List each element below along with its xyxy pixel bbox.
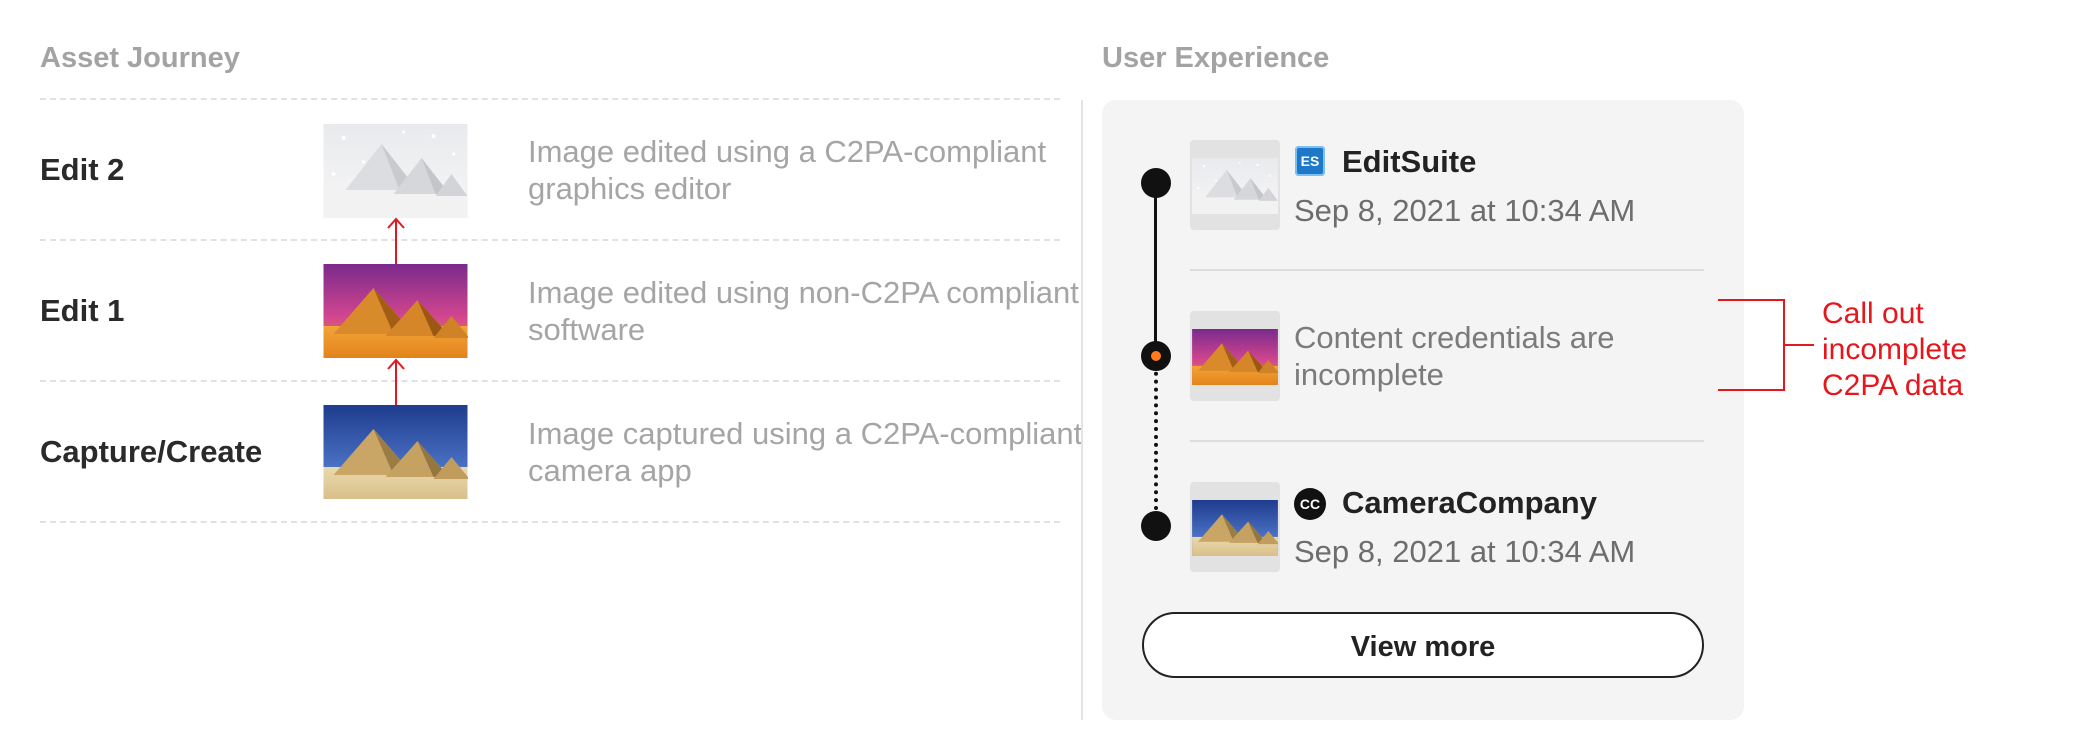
callout-line: Call out xyxy=(1822,297,1924,330)
timeline-line-solid xyxy=(1154,183,1157,356)
view-more-button[interactable]: View more xyxy=(1142,612,1704,678)
divider-line xyxy=(40,98,1060,100)
user-experience-title: User Experience xyxy=(1102,42,1330,74)
ux-date: Sep 8, 2021 at 10:34 AM xyxy=(1294,534,1636,569)
timeline-node xyxy=(1141,168,1171,198)
timeline-node xyxy=(1141,511,1171,541)
journey-step-description: Image captured using a C2PA-compliant ca… xyxy=(528,416,1083,488)
arrow-up-icon xyxy=(387,217,405,229)
callout-bracket xyxy=(1718,299,1814,391)
divider-line xyxy=(40,380,1060,382)
callout-text: Call out incomplete C2PA data xyxy=(1822,296,1967,404)
cameracompany-icon: CC xyxy=(1294,488,1326,520)
timeline-line-dotted xyxy=(1154,356,1158,526)
journey-step-description: Image edited using non-C2PA compliant so… xyxy=(528,275,1079,347)
ux-separator xyxy=(1190,269,1704,271)
ux-date: Sep 8, 2021 at 10:34 AM xyxy=(1294,193,1636,228)
divider-line xyxy=(40,239,1060,241)
ux-app-name: CameraCompany xyxy=(1342,485,1597,520)
ux-thumbnail-snow xyxy=(1190,140,1280,230)
divider-line xyxy=(40,521,1060,523)
ux-app-name: EditSuite xyxy=(1342,144,1477,179)
callout-line: C2PA data xyxy=(1822,369,1964,402)
ux-separator xyxy=(1190,440,1704,442)
journey-step-label: Edit 2 xyxy=(40,152,125,187)
ux-thumbnail-purple xyxy=(1190,311,1280,401)
journey-step-label: Edit 1 xyxy=(40,293,125,328)
journey-arrows xyxy=(387,217,405,405)
journey-thumbnail-blue xyxy=(323,405,468,499)
editsuite-icon: ES xyxy=(1295,146,1325,176)
callout-line: incomplete xyxy=(1822,333,1968,366)
asset-journey-title: Asset Journey xyxy=(40,42,240,74)
ux-incomplete-message: Content credentials are incomplete xyxy=(1294,320,1615,392)
timeline-node-incomplete xyxy=(1141,341,1171,371)
ux-thumbnail-blue xyxy=(1190,482,1280,572)
arrow-up-icon xyxy=(387,358,405,370)
journey-step-description: Image edited using a C2PA-compliant grap… xyxy=(528,134,1047,206)
section-divider xyxy=(1081,100,1083,720)
journey-thumbnail-snow xyxy=(323,124,468,218)
journey-step-label: Capture/Create xyxy=(40,434,263,469)
